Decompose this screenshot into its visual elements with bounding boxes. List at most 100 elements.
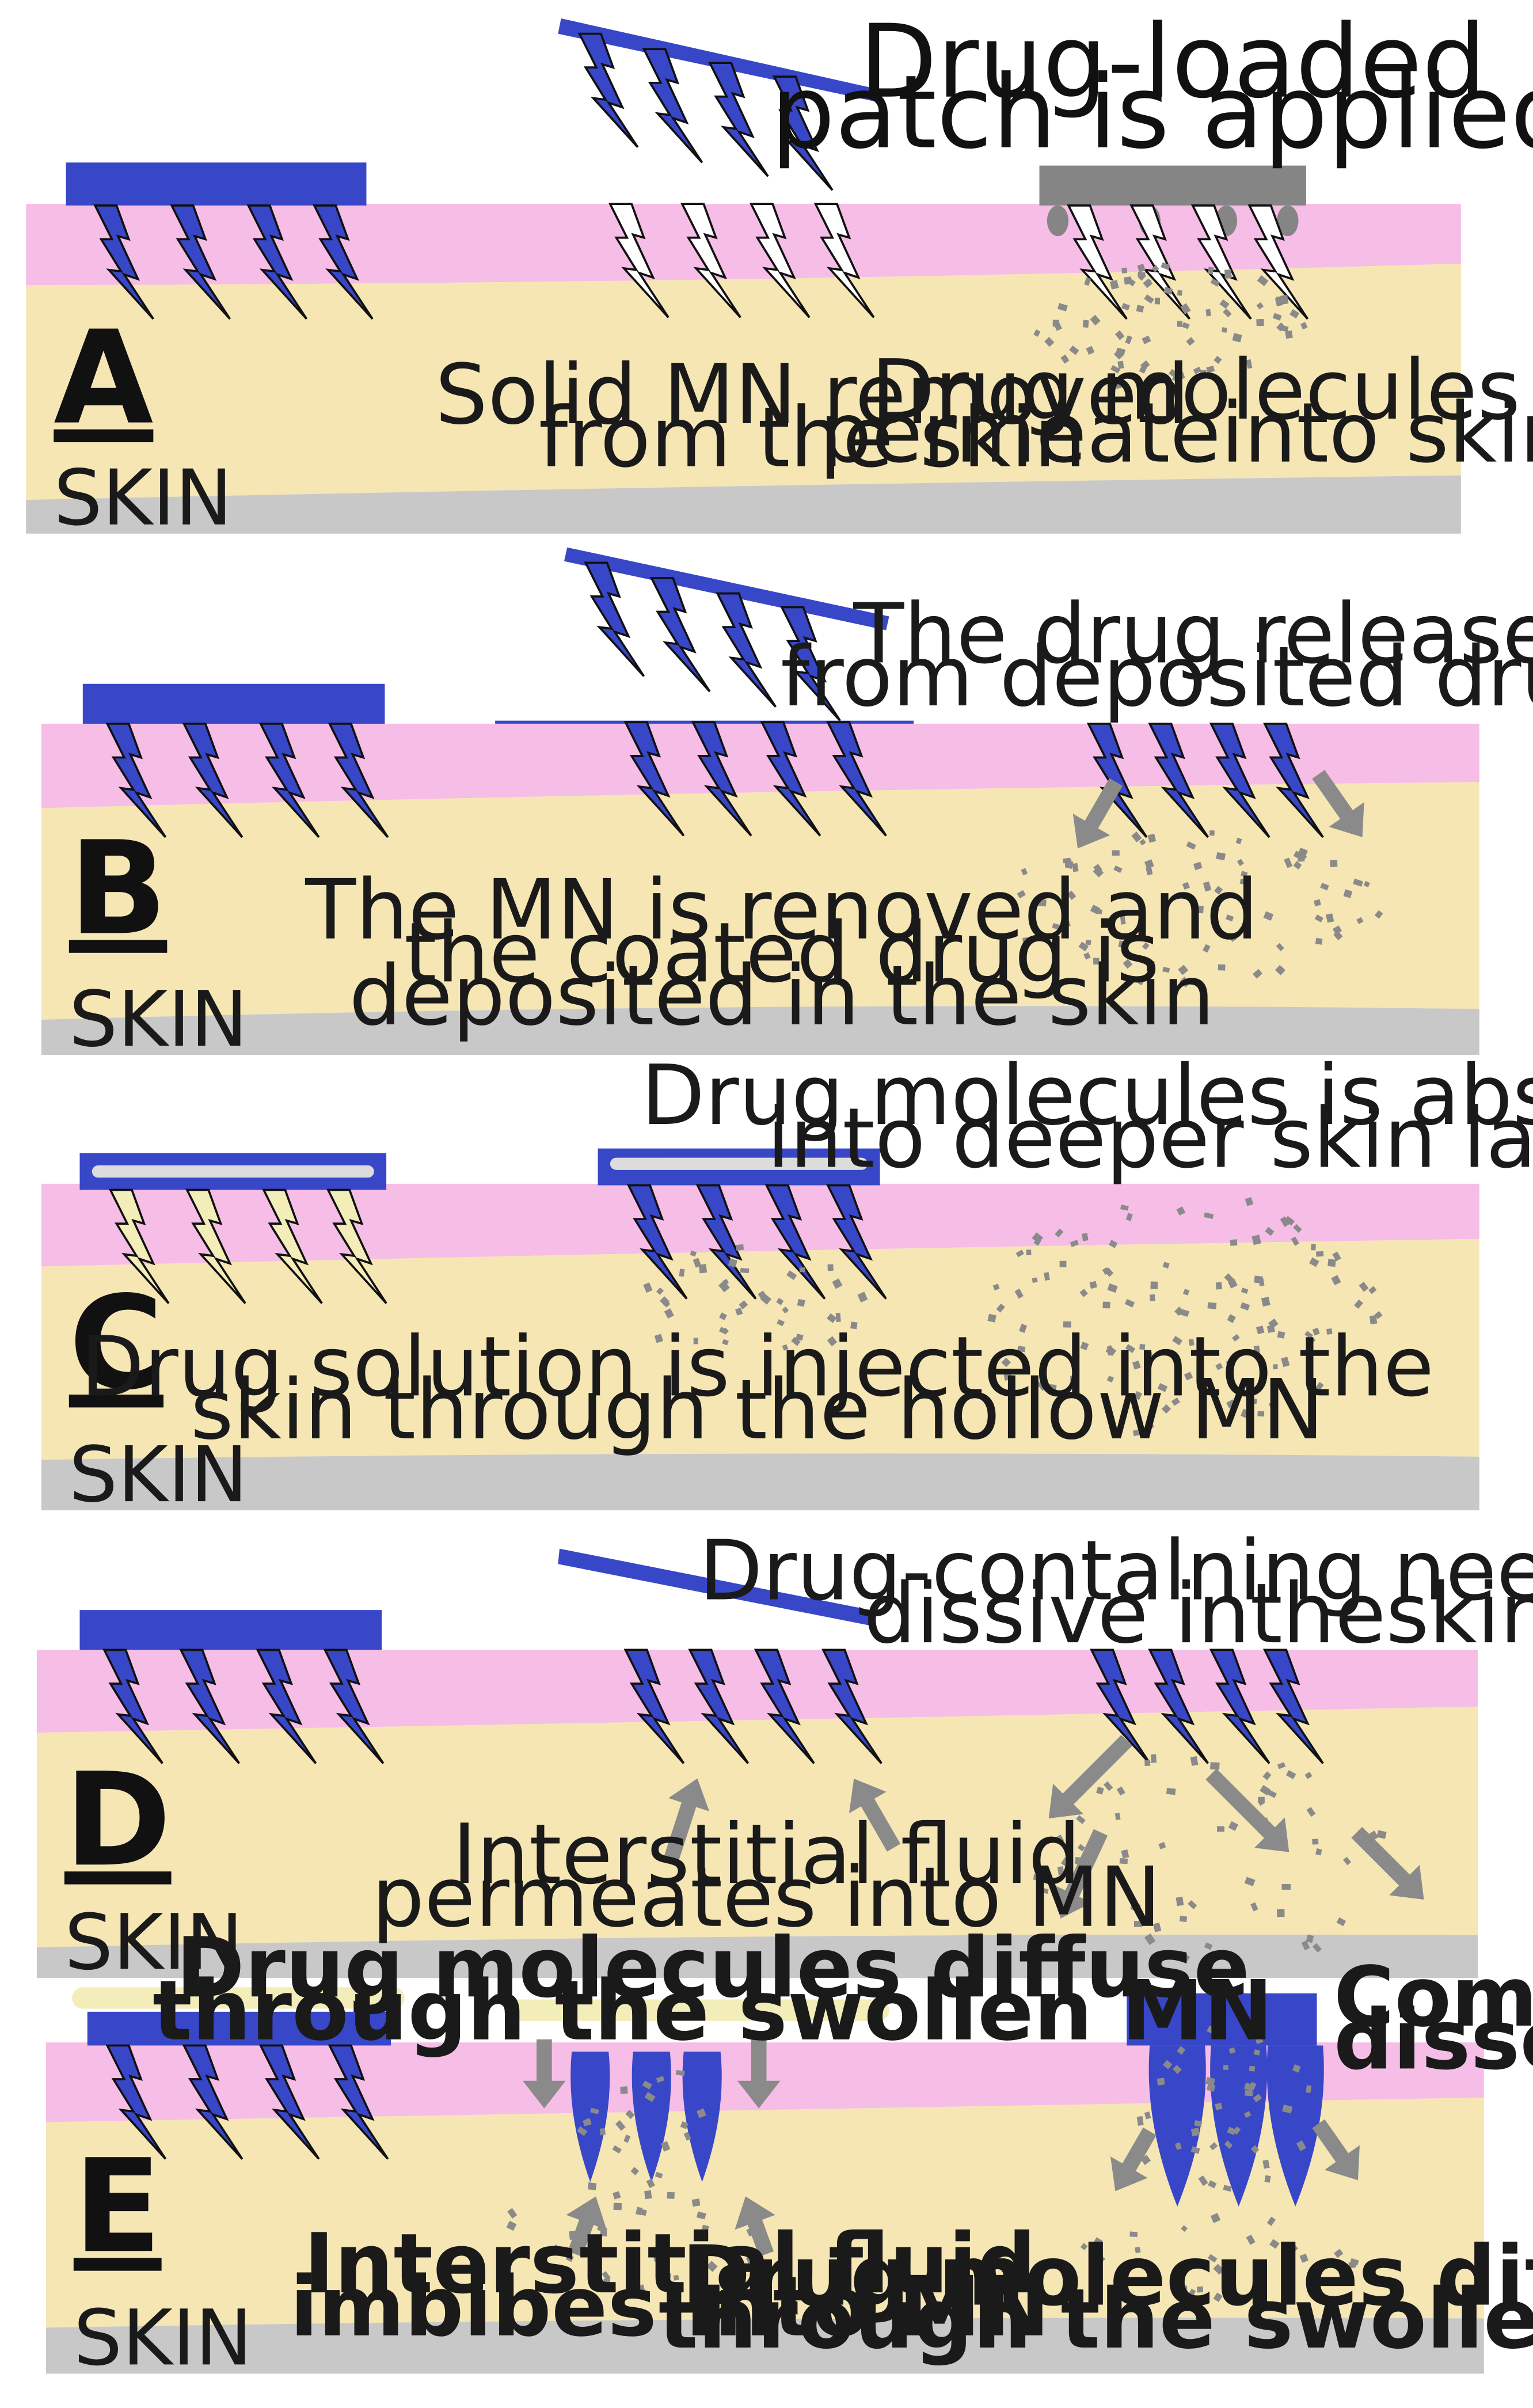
microneedle [1209,723,1270,838]
drug-particle [1343,889,1353,898]
drug-particle [1038,899,1047,907]
drug-particle [1003,1370,1013,1381]
drug-particle [696,2108,706,2118]
drug-particle [1142,942,1150,950]
drug-particle [583,2119,592,2126]
drug-particle [623,2134,631,2143]
drug-particle [1033,1874,1040,1881]
drug-particle [613,2202,622,2211]
drug-particle [1356,917,1364,925]
panel-letter: D [64,1745,172,1895]
dermis-layer [41,1239,1479,1460]
drug-particle [1281,1884,1291,1890]
drug-particle [1289,309,1300,319]
c-absorbed-label-line-1: Drug molecules is absorbed [641,1047,1533,1144]
drug-particle [1224,269,1232,279]
drug-particle [857,1292,868,1302]
microneedle [749,203,811,318]
drug-particle [1327,1259,1336,1267]
drug-particle [1206,2083,1216,2092]
dissolving-mn-base [1127,1993,1317,2046]
drug-particle [1230,1239,1238,1246]
microneedle [772,75,834,191]
drug-particle [1152,1922,1162,1932]
microneedle [707,62,769,177]
drug-particle [1229,934,1237,942]
drug-particle [1306,1335,1316,1346]
diffusion-arrow [1048,1735,1132,1819]
drug-particle [722,1278,729,1285]
drug-particle [1245,2090,1253,2096]
drug-particle [1022,937,1030,947]
drug-particle [1017,1346,1026,1353]
microneedle [93,204,154,320]
drug-particle [1147,833,1157,843]
drug-particle [1268,1400,1279,1411]
drug-particle [1298,848,1308,857]
drug-particle [1253,2049,1261,2056]
microneedle [170,204,231,320]
drug-particle [1315,1848,1322,1856]
drug-particle [1162,2060,1173,2069]
skin-label: SKIN [74,2293,253,2383]
drug-particle [1162,1262,1170,1268]
drug-particle [1033,329,1041,337]
drug-particle [1315,1251,1324,1257]
drug-particle [1289,2244,1299,2253]
drug-particle [1182,2285,1188,2294]
drug-particle [1273,1364,1278,1370]
drug-particle [1315,937,1323,945]
drug-particle [1190,1756,1199,1766]
drug-particle [1133,1920,1143,1927]
drug-particle [1188,1900,1197,1909]
drug-particle [1254,1275,1263,1284]
microneedle [182,2044,244,2160]
drug-particle [1275,964,1285,975]
microneedle [695,1184,757,1300]
b-removed-label-line-3: deposited in the skin [349,948,1214,1044]
drug-particle [1182,1289,1190,1296]
c-injected-label-line-2: skin through the hollow MN [191,1362,1324,1458]
drug-particle [1014,1288,1024,1299]
drug-particle [1306,1807,1316,1817]
drug-particle [673,2274,679,2281]
drug-particle [1093,2237,1103,2247]
drug-particle [1240,1302,1250,1311]
drug-particle [1261,1297,1270,1307]
patch-drug-drop [1277,205,1299,237]
drug-particle [827,1336,838,1347]
drug-particle [1253,1345,1260,1354]
drug-particle [1250,1397,1258,1404]
drug-particle [1206,365,1215,373]
drug-particle [1044,1272,1050,1281]
drug-particle [698,1264,707,1274]
drug-particle [1243,2082,1254,2091]
drug-particle [630,2167,640,2175]
drug-particle [1241,1408,1250,1419]
drug-particle [1257,275,1269,287]
microneedle [577,32,639,148]
d-dissolve-label-line-1: Drug-contalning needles [699,1523,1533,1619]
drug-particle [1342,1856,1352,1866]
drug-particle [1114,330,1125,340]
drug-particle [1269,2239,1280,2249]
drug-particle [1282,2104,1293,2114]
drug-particle [1125,335,1132,344]
drug-particle [1130,1902,1141,1912]
drug-particle [1311,1244,1316,1251]
drug-particle [1193,366,1202,374]
drug-particle [1137,978,1144,986]
drug-particle [1209,830,1215,836]
drug-particle [603,2278,611,2285]
drug-particle [1256,318,1264,326]
mn-array-base [87,2011,391,2046]
drug-particle [1140,2155,1151,2166]
drug-particle [1218,964,1226,971]
subcutaneous-layer [41,1453,1479,1511]
drug-particle [719,1312,727,1320]
drug-particle [693,1258,702,1268]
drug-particle [1246,359,1253,369]
subcutaneous-layer [36,1934,1478,1978]
drug-particle [987,1313,996,1323]
drug-particle [1306,1934,1314,1943]
